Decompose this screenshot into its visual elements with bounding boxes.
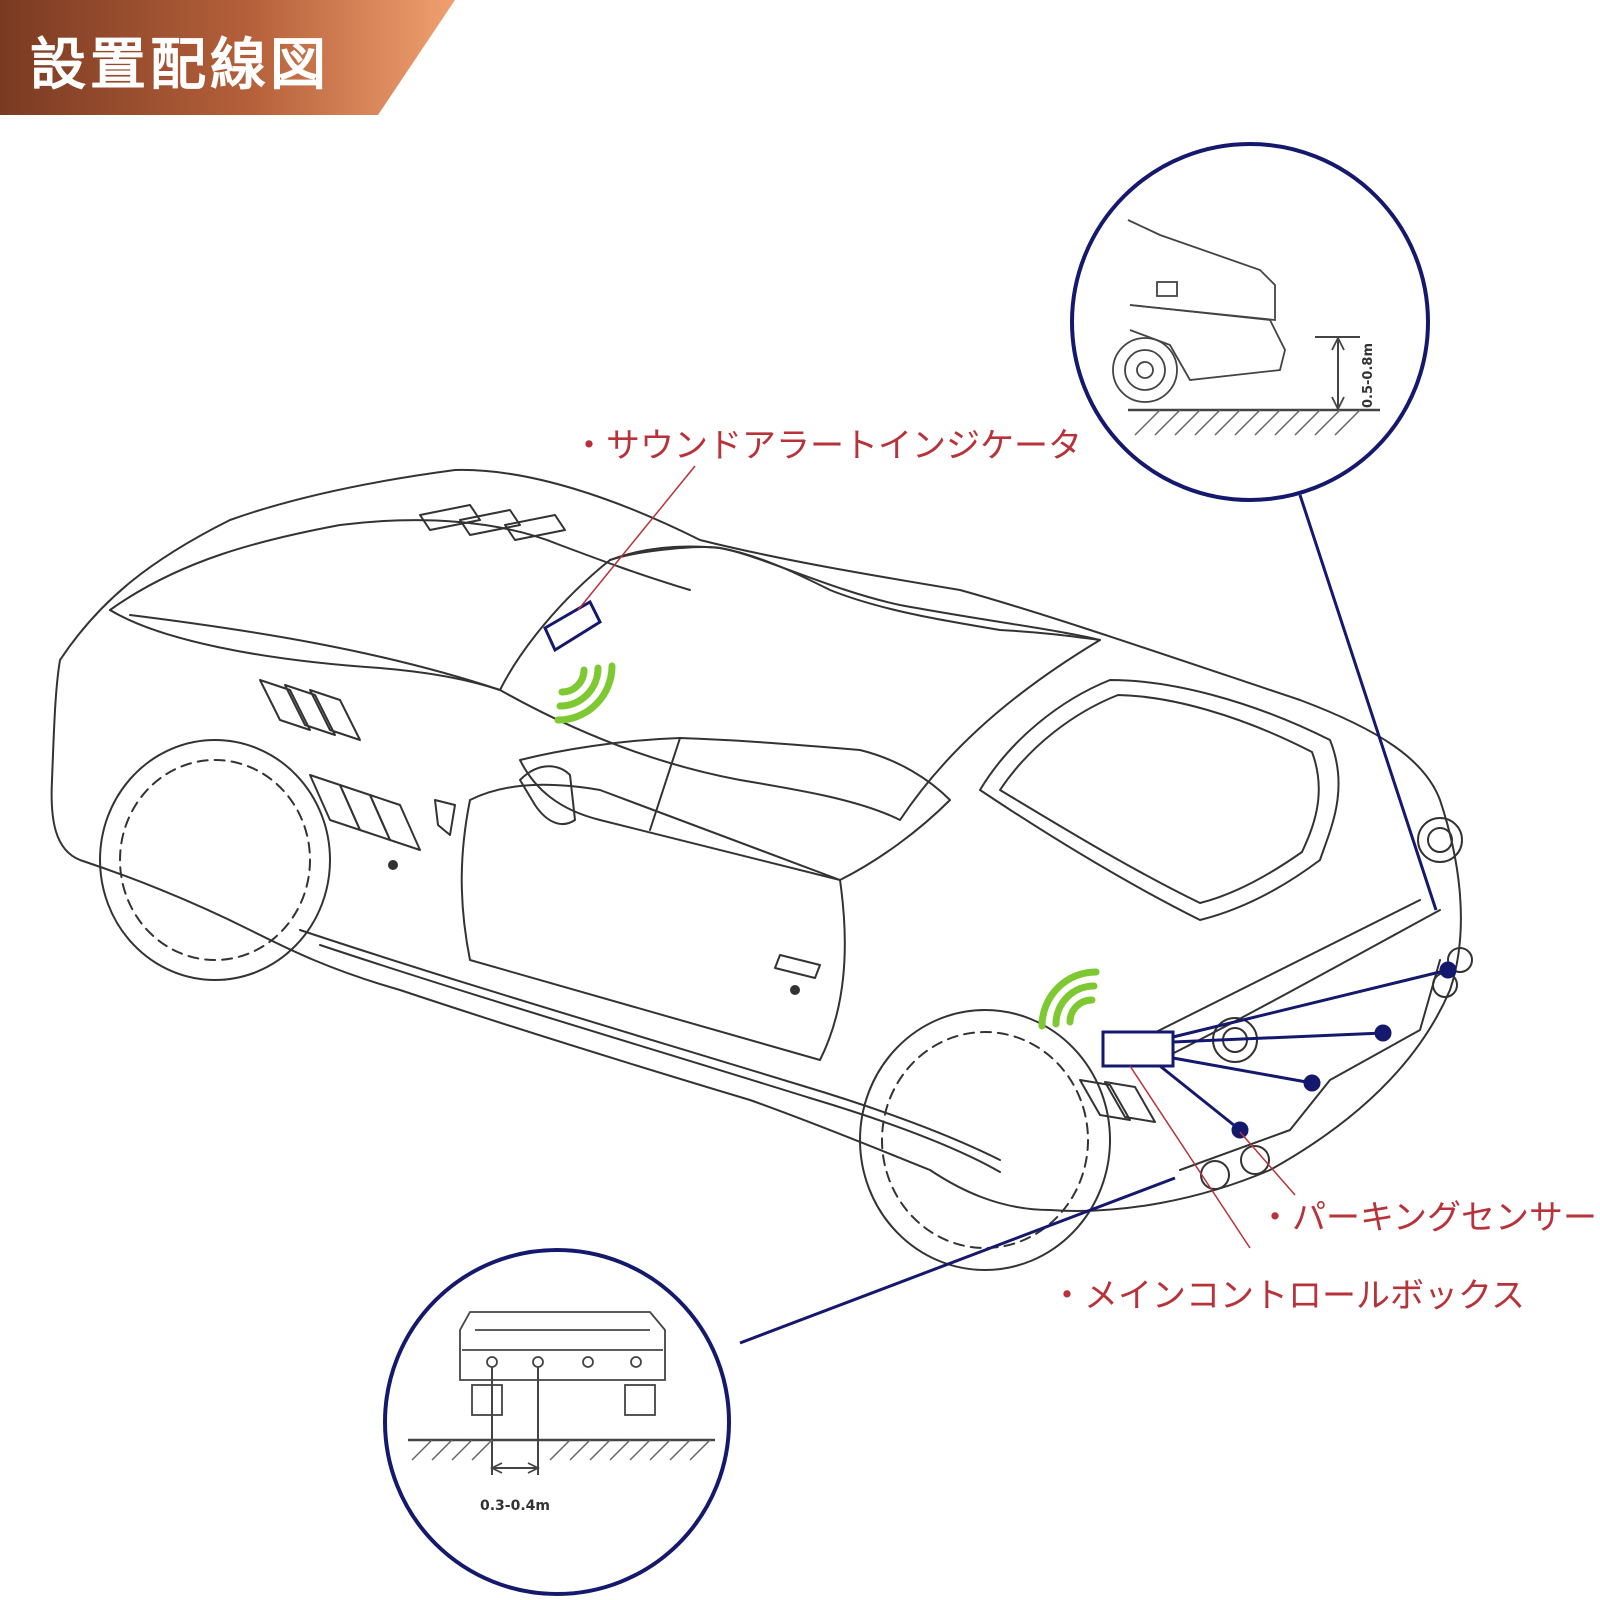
car-drawing (50, 468, 1473, 1271)
parking-sensor-label: ・パーキングセンサー (1258, 1198, 1597, 1238)
signal-wave-icon (1038, 968, 1100, 1030)
sensor-dot-icon (1439, 961, 1457, 979)
height-dimension-label: 0.5-0.8m (1361, 343, 1376, 408)
banner-shape (0, 0, 455, 115)
sensor-dot-icon (1374, 1024, 1392, 1042)
sensor-wires (1159, 961, 1457, 1139)
signal-wave-icon (554, 662, 616, 724)
title-banner: 設置配線図 (0, 0, 455, 115)
sensor-dot-icon (1231, 1121, 1249, 1139)
spacing-dimension-label: 0.3-0.4m (480, 1498, 550, 1514)
inset-mounting-height: 0.5-0.8m (1070, 142, 1430, 502)
sound-indicator-marker (543, 465, 696, 653)
sensor-dot-icon (1303, 1074, 1321, 1092)
inset-sensor-spacing: 0.3-0.4m (383, 1248, 731, 1596)
main-control-box-label: ・メインコントロールボックス (1050, 1276, 1525, 1316)
sound-indicator-label: ・サウンドアラートインジケータ (572, 426, 1082, 466)
main-control-box-marker (1101, 1030, 1251, 1249)
page-title: 設置配線図 (30, 33, 330, 98)
